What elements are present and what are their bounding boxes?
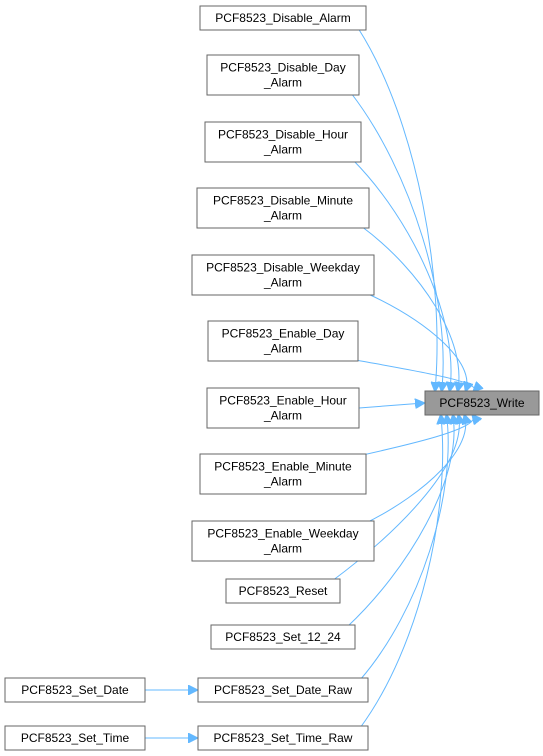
node-disable-hour-alarm[interactable]: PCF8523_Disable_Hour_Alarm bbox=[204, 121, 362, 163]
edge-enable-weekday-alarm bbox=[365, 415, 466, 524]
node-target-write[interactable]: PCF8523_Write bbox=[424, 390, 540, 416]
node-set-time-label: PCF8523_Set_Time bbox=[21, 731, 130, 745]
node-enable-day-alarm-box bbox=[207, 320, 359, 362]
node-disable-minute-alarm[interactable]: PCF8523_Disable_Minute_Alarm bbox=[196, 187, 370, 229]
node-enable-weekday-alarm[interactable]: PCF8523_Enable_Weekday_Alarm bbox=[191, 520, 375, 562]
node-set-date-label: PCF8523_Set_Date bbox=[21, 683, 129, 697]
node-enable-day-alarm[interactable]: PCF8523_Enable_Day_Alarm bbox=[207, 320, 359, 362]
node-set-time-box bbox=[4, 725, 146, 751]
node-enable-hour-alarm-box bbox=[206, 387, 360, 429]
node-enable-minute-alarm-box bbox=[199, 453, 367, 495]
node-disable-alarm-label: PCF8523_Disable_Alarm bbox=[215, 11, 350, 25]
node-disable-hour-alarm-box bbox=[204, 121, 362, 163]
node-reset-box bbox=[225, 578, 341, 604]
node-disable-minute-alarm-label: PCF8523_Disable_Minute bbox=[213, 194, 353, 208]
node-disable-day-alarm-label: PCF8523_Disable_Day bbox=[220, 61, 345, 75]
node-disable-day-alarm[interactable]: PCF8523_Disable_Day_Alarm bbox=[206, 54, 360, 96]
edge-disable-minute-alarm bbox=[360, 225, 459, 391]
node-enable-hour-alarm-label: _Alarm bbox=[263, 409, 302, 423]
node-target-write-box bbox=[424, 390, 540, 416]
node-reset-label: PCF8523_Reset bbox=[239, 584, 328, 598]
node-reset[interactable]: PCF8523_Reset bbox=[225, 578, 341, 604]
node-disable-hour-alarm-label: _Alarm bbox=[263, 143, 302, 157]
edge-disable-alarm bbox=[357, 27, 437, 391]
node-enable-hour-alarm[interactable]: PCF8523_Enable_Hour_Alarm bbox=[206, 387, 360, 429]
node-enable-day-alarm-label: PCF8523_Enable_Day bbox=[222, 327, 345, 341]
node-set-date-raw-box bbox=[197, 677, 369, 703]
node-disable-alarm[interactable]: PCF8523_Disable_Alarm bbox=[199, 5, 367, 31]
node-set-12-24-label: PCF8523_Set_12_24 bbox=[225, 630, 341, 644]
node-disable-weekday-alarm-box bbox=[191, 254, 375, 296]
edges-layer bbox=[145, 27, 474, 738]
edge-set-12-24 bbox=[346, 415, 454, 628]
node-set-date-raw[interactable]: PCF8523_Set_Date_Raw bbox=[197, 677, 369, 703]
node-disable-minute-alarm-label: _Alarm bbox=[263, 209, 302, 223]
edge-set-time-raw bbox=[359, 415, 443, 729]
edge-enable-minute-alarm bbox=[357, 415, 474, 457]
node-set-date[interactable]: PCF8523_Set_Date bbox=[4, 677, 146, 703]
node-enable-minute-alarm-label: _Alarm bbox=[263, 475, 302, 489]
node-disable-minute-alarm-box bbox=[196, 187, 370, 229]
node-set-time[interactable]: PCF8523_Set_Time bbox=[4, 725, 146, 751]
node-enable-hour-alarm-label: PCF8523_Enable_Hour bbox=[219, 394, 346, 408]
node-disable-weekday-alarm[interactable]: PCF8523_Disable_Weekday_Alarm bbox=[191, 254, 375, 296]
node-set-date-box bbox=[4, 677, 146, 703]
node-enable-minute-alarm-label: PCF8523_Enable_Minute bbox=[214, 460, 352, 474]
node-disable-hour-alarm-label: PCF8523_Disable_Hour bbox=[218, 128, 348, 142]
edge-disable-day-alarm bbox=[350, 92, 443, 391]
edge-set-date-raw bbox=[359, 415, 448, 681]
edge-disable-hour-alarm bbox=[352, 159, 451, 391]
node-target-write-label: PCF8523_Write bbox=[439, 396, 524, 410]
node-enable-minute-alarm[interactable]: PCF8523_Enable_Minute_Alarm bbox=[199, 453, 367, 495]
node-disable-weekday-alarm-label: PCF8523_Disable_Weekday bbox=[206, 261, 360, 275]
edge-reset bbox=[331, 415, 459, 582]
edge-disable-weekday-alarm bbox=[365, 292, 467, 391]
node-set-time-raw-label: PCF8523_Set_Time_Raw bbox=[214, 731, 353, 745]
node-set-time-raw[interactable]: PCF8523_Set_Time_Raw bbox=[197, 725, 369, 751]
node-set-12-24-box bbox=[210, 624, 356, 650]
edge-enable-hour-alarm bbox=[358, 403, 424, 408]
node-enable-weekday-alarm-label: _Alarm bbox=[263, 542, 302, 556]
node-set-date-raw-label: PCF8523_Set_Date_Raw bbox=[214, 683, 352, 697]
node-disable-alarm-box bbox=[199, 5, 367, 31]
node-set-12-24[interactable]: PCF8523_Set_12_24 bbox=[210, 624, 356, 650]
node-enable-weekday-alarm-box bbox=[191, 520, 375, 562]
nodes-layer: PCF8523_Disable_AlarmPCF8523_Disable_Day… bbox=[4, 5, 540, 751]
node-enable-day-alarm-label: _Alarm bbox=[263, 342, 302, 356]
node-disable-weekday-alarm-label: _Alarm bbox=[263, 276, 302, 290]
node-disable-day-alarm-label: _Alarm bbox=[263, 76, 302, 90]
node-disable-day-alarm-box bbox=[206, 54, 360, 96]
node-enable-weekday-alarm-label: PCF8523_Enable_Weekday bbox=[207, 527, 358, 541]
node-set-time-raw-box bbox=[197, 725, 369, 751]
edge-enable-day-alarm bbox=[349, 358, 474, 391]
